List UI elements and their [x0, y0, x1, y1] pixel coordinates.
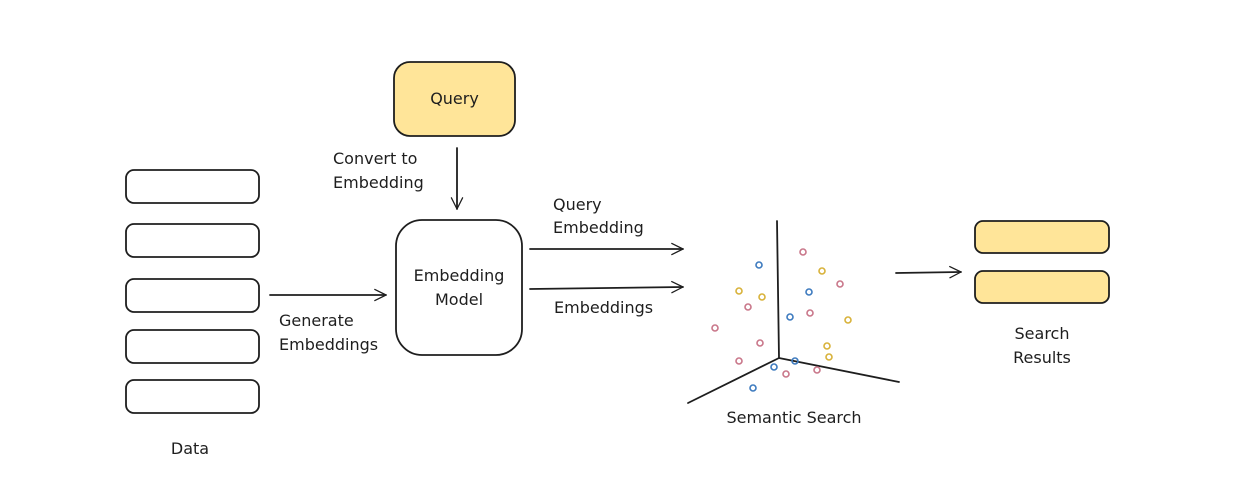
vector-space-axes	[687, 220, 900, 404]
data-label: Data	[170, 439, 210, 458]
query-embedding-edge-label-line1: Query	[553, 195, 602, 214]
data-record	[125, 169, 260, 204]
embedding-point	[813, 366, 821, 374]
embedding-point	[836, 280, 844, 288]
embedding-model-label-line2: Model	[434, 290, 484, 309]
embedding-point	[756, 339, 764, 347]
embedding-point	[786, 313, 794, 321]
search-results-stack	[974, 220, 1110, 304]
embedding-point	[825, 353, 833, 361]
embedding-point	[711, 324, 719, 332]
generate-edge-label-line2: Embeddings	[279, 335, 379, 354]
embedding-model-box	[395, 219, 523, 356]
data-stack	[125, 169, 260, 414]
embedding-point	[806, 309, 814, 317]
embedding-point	[758, 293, 766, 301]
query-embedding-edge-label-line2: Embedding	[553, 218, 644, 237]
query-label: Query	[430, 89, 479, 108]
embedding-point	[735, 287, 743, 295]
search-results-label-line2: Results	[1013, 348, 1071, 367]
data-record	[125, 223, 260, 258]
embedding-point	[744, 303, 752, 311]
search-result-item	[974, 220, 1110, 254]
convert-edge-label-line1: Convert to	[333, 149, 418, 168]
embedding-points	[711, 248, 852, 392]
embedding-point	[770, 363, 778, 371]
embedding-point	[805, 288, 813, 296]
embedding-point	[749, 384, 757, 392]
search-results-label-line1: Search	[1014, 324, 1070, 343]
embedding-point	[791, 357, 799, 365]
search-result-item	[974, 270, 1110, 304]
embedding-point	[823, 342, 831, 350]
data-record	[125, 329, 260, 364]
embeddings-edge-label: Embeddings	[554, 298, 654, 317]
embedding-point	[818, 267, 826, 275]
embedding-point	[844, 316, 852, 324]
embedding-point	[782, 370, 790, 378]
embedding-model-label-line1: Embedding	[413, 266, 505, 285]
embedding-point	[735, 357, 743, 365]
embedding-point	[799, 248, 807, 256]
embedding-point	[755, 261, 763, 269]
convert-edge-label-line2: Embedding	[333, 173, 424, 192]
data-record	[125, 278, 260, 313]
generate-edge-label-line1: Generate	[279, 311, 354, 330]
query-box	[393, 61, 516, 137]
embeddings-arrow	[529, 280, 684, 294]
results-arrow	[895, 265, 962, 279]
semantic-search-label: Semantic Search	[726, 408, 862, 427]
data-record	[125, 379, 260, 414]
